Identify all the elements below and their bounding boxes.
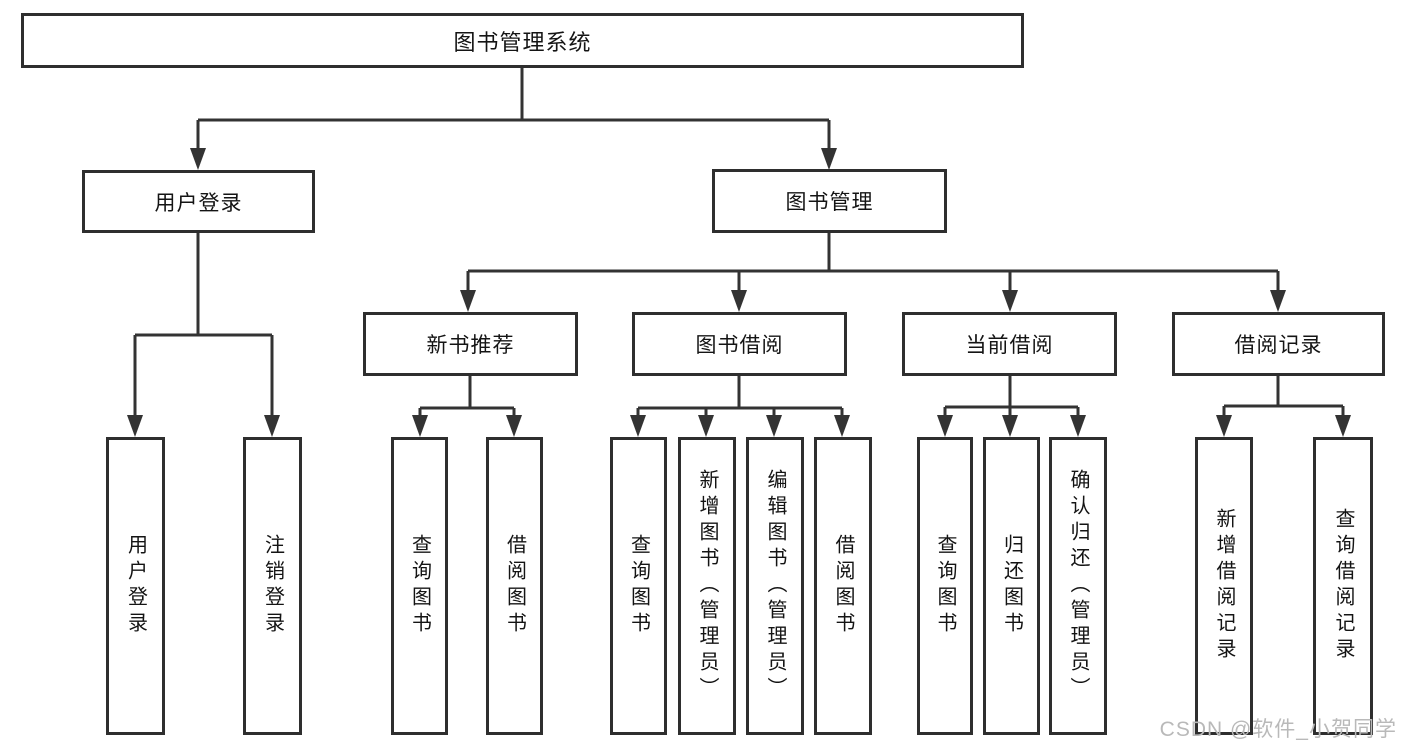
leaf-borrow-add-books-admin: 新增图书（管理员） bbox=[678, 437, 736, 735]
leaf-records-add-borrow-record: 新增借阅记录 bbox=[1195, 437, 1253, 735]
leaf-current-query-books: 查询图书 bbox=[917, 437, 973, 735]
leaf-borrow-query-books: 查询图书 bbox=[610, 437, 667, 735]
leaf-logout: 注销登录 bbox=[243, 437, 302, 735]
node-root-library-system: 图书管理系统 bbox=[21, 13, 1024, 68]
leaf-newbooks-query-books: 查询图书 bbox=[391, 437, 448, 735]
node-borrow-records: 借阅记录 bbox=[1172, 312, 1385, 376]
node-current-borrow: 当前借阅 bbox=[902, 312, 1117, 376]
node-user-login: 用户登录 bbox=[82, 170, 315, 233]
leaf-borrow-borrow-books: 借阅图书 bbox=[814, 437, 872, 735]
node-new-book-recommend: 新书推荐 bbox=[363, 312, 578, 376]
leaf-records-query-borrow-record: 查询借阅记录 bbox=[1313, 437, 1373, 735]
leaf-current-confirm-return-admin: 确认归还（管理员） bbox=[1049, 437, 1107, 735]
node-book-management: 图书管理 bbox=[712, 169, 947, 233]
leaf-borrow-edit-books-admin: 编辑图书（管理员） bbox=[746, 437, 804, 735]
node-book-borrow: 图书借阅 bbox=[632, 312, 847, 376]
leaf-current-return-books: 归还图书 bbox=[983, 437, 1040, 735]
arrowheads bbox=[127, 148, 1351, 437]
leaf-user-login: 用户登录 bbox=[106, 437, 165, 735]
leaf-newbooks-borrow-books: 借阅图书 bbox=[486, 437, 543, 735]
